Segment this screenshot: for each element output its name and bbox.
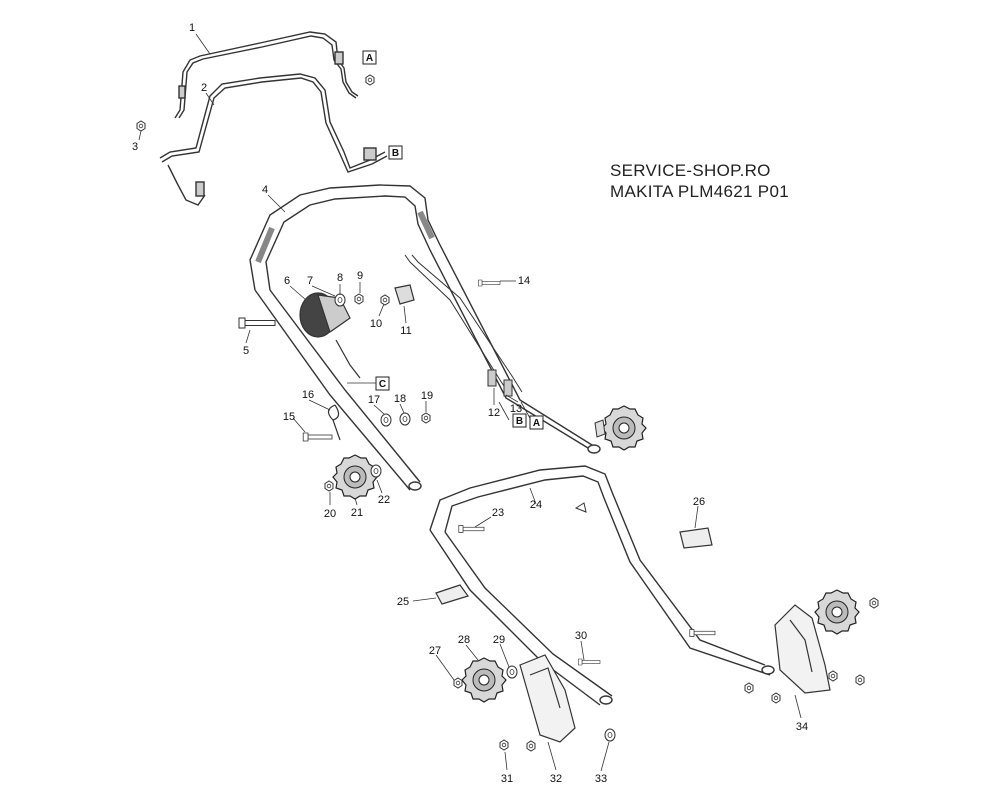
callout-15: 15 bbox=[283, 411, 295, 423]
callout-29: 29 bbox=[493, 634, 505, 646]
callout-25: 25 bbox=[397, 596, 409, 608]
callout-10: 10 bbox=[370, 318, 382, 330]
diagram-header-model: MAKITA PLM4621 P01 bbox=[610, 182, 789, 201]
callout-31: 31 bbox=[501, 773, 513, 785]
callout-1: 1 bbox=[189, 22, 195, 34]
callout-17: 17 bbox=[368, 394, 380, 406]
callout-22: 22 bbox=[378, 494, 390, 506]
leader-lines bbox=[138, 33, 802, 772]
reference-boxes: A B C B A bbox=[362, 50, 544, 430]
ref-box-b-top: B bbox=[392, 148, 399, 159]
callout-7: 7 bbox=[307, 275, 313, 287]
callout-19: 19 bbox=[421, 390, 433, 402]
control-bail-lower bbox=[159, 73, 388, 206]
callout-24: 24 bbox=[530, 499, 542, 511]
ref-box-a-bottom: A bbox=[533, 418, 540, 429]
callout-33: 33 bbox=[595, 773, 607, 785]
callout-30: 30 bbox=[575, 630, 587, 642]
right-bracket bbox=[774, 604, 831, 694]
callout-9: 9 bbox=[357, 270, 363, 282]
callout-4: 4 bbox=[262, 184, 268, 196]
callout-28: 28 bbox=[458, 634, 470, 646]
callout-5: 5 bbox=[243, 345, 249, 357]
callout-27: 27 bbox=[429, 645, 441, 657]
callout-32: 32 bbox=[550, 773, 562, 785]
callout-16: 16 bbox=[302, 389, 314, 401]
callout-11: 11 bbox=[400, 325, 411, 337]
ref-box-a-top: A bbox=[366, 53, 373, 64]
diagram-header-site: SERVICE-SHOP.RO bbox=[610, 161, 771, 180]
callout-20: 20 bbox=[324, 508, 336, 520]
rope-guide bbox=[299, 292, 361, 379]
callout-23: 23 bbox=[492, 507, 504, 519]
control-cables bbox=[404, 254, 523, 397]
control-bail-upper bbox=[174, 31, 359, 119]
ref-box-c: C bbox=[379, 379, 386, 390]
callout-8: 8 bbox=[337, 272, 343, 284]
callout-34: 34 bbox=[796, 721, 808, 733]
callout-18: 18 bbox=[394, 393, 406, 405]
callout-13: 13 bbox=[510, 403, 522, 415]
callout-26: 26 bbox=[693, 496, 705, 508]
callout-21: 21 bbox=[351, 507, 363, 519]
ref-box-b-bottom: B bbox=[516, 416, 523, 427]
callout-2: 2 bbox=[201, 82, 207, 94]
callout-3: 3 bbox=[132, 141, 138, 153]
left-bracket bbox=[519, 654, 576, 743]
callout-numbers: 1 2 3 4 5 6 7 8 9 10 11 12 13 14 15 16 1… bbox=[132, 22, 808, 785]
callout-12: 12 bbox=[488, 407, 500, 419]
callout-14: 14 bbox=[518, 275, 530, 287]
callout-6: 6 bbox=[284, 275, 290, 287]
lower-handle bbox=[429, 465, 775, 706]
upper-handle bbox=[249, 184, 601, 491]
